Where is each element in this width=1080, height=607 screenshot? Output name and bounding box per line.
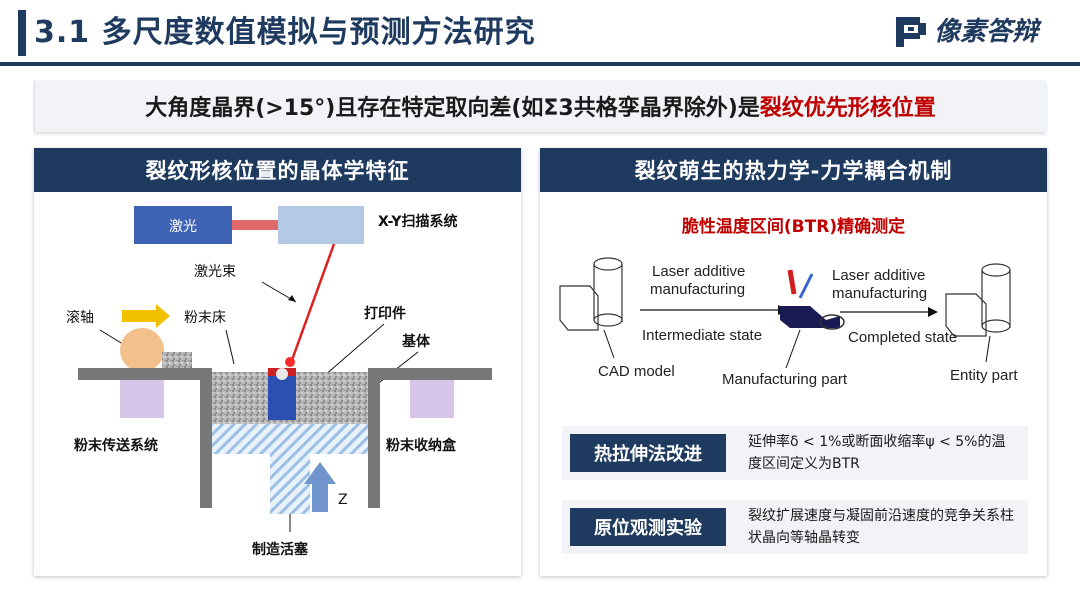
- printed-part-label: 打印件: [364, 305, 406, 322]
- pixel-logo-icon: [895, 17, 926, 47]
- flow-laser-2: Laser additive: [832, 267, 925, 284]
- platform-left: [78, 368, 208, 380]
- banner-text: 大角度晶界(>15°)且存在特定取向差(如Σ3共格孪晶界除外)是: [145, 96, 760, 121]
- platform-right: [372, 368, 492, 380]
- crystallography-panel: 裂纹形核位置的晶体学特征 激光 X: [34, 148, 521, 576]
- powder-collect-label: 粉末收纳盒: [386, 437, 457, 454]
- powder-bed-label: 粉末床: [184, 310, 226, 326]
- lpbf-schematic: 激光 X-Y扫描系统 激光束 滚轴 粉末床 打印件 基体: [66, 206, 492, 558]
- method-desc: 裂纹扩展速度与凝固前沿速度的竞争关系柱状晶向等轴晶转变: [748, 508, 1014, 546]
- substrate-label: 基体: [402, 333, 431, 350]
- lpbf-diagram: 激光 X-Y扫描系统 激光束 滚轴 粉末床 打印件 基体: [34, 192, 521, 576]
- flow-completed: Completed state: [848, 329, 957, 346]
- process-flow-diagram: CAD model Laser additive manufacturing I…: [559, 257, 1018, 388]
- flow-intermediate: Intermediate state: [642, 327, 762, 344]
- cad-pointer: [603, 329, 615, 359]
- method-tag: 热拉伸法改进: [570, 434, 726, 472]
- laser-connector: [232, 220, 278, 230]
- cad-model-shape: [559, 257, 623, 331]
- laser-beam: [290, 243, 336, 361]
- roller-powder: [162, 352, 192, 368]
- printed-part: [268, 374, 296, 420]
- roller-label: 滚轴: [66, 309, 94, 326]
- method-desc: 延伸率δ < 1%或断面收缩率ψ < 5%的温度区间定义为BTR: [748, 434, 1006, 472]
- mfg-pointer: [785, 329, 801, 369]
- manufacturing-part-shape: [780, 269, 845, 330]
- btr-title: 脆性温度区间(BTR)精确测定: [681, 217, 906, 237]
- am-process-flow: CAD model Laser additive manufacturing I…: [550, 250, 1040, 400]
- powder-collect-box: [410, 380, 454, 418]
- entity-label: Entity part: [950, 367, 1018, 384]
- key-statement-banner: 大角度晶界(>15°)且存在特定取向差(如Σ3共格孪晶界除外)是裂纹优先形核位置: [34, 80, 1046, 132]
- melt-pool: [276, 368, 288, 380]
- powder-feed-label: 粉末传送系统: [74, 437, 158, 454]
- laser-box: [134, 206, 232, 244]
- scanner-box: [278, 206, 364, 244]
- beam-label: 激光束: [194, 263, 236, 280]
- method-card-hot-tensile: 热拉伸法改进 延伸率δ < 1%或断面收缩率ψ < 5%的温度区间定义为BTR: [562, 426, 1028, 480]
- laser-label: 激光: [169, 218, 197, 235]
- piston-shaft: [270, 454, 310, 514]
- mfg-label: Manufacturing part: [722, 371, 848, 388]
- thermo-mechanical-panel: 裂纹萌生的热力学-力学耦合机制 脆性温度区间(BTR)精确测定 CAD mode…: [540, 148, 1047, 576]
- flow-laser-1: Laser additive: [652, 263, 745, 280]
- method-card-in-situ: 原位观测实验 裂纹扩展速度与凝固前沿速度的竞争关系柱状晶向等轴晶转变: [562, 500, 1028, 554]
- entity-pointer: [985, 335, 991, 363]
- beam-pointer-head: [288, 295, 296, 302]
- powder-feed-box: [120, 380, 164, 418]
- roller: [120, 328, 164, 372]
- build-plate: [212, 424, 368, 454]
- piston-label: 制造活塞: [252, 541, 309, 558]
- header-divider: [0, 62, 1080, 66]
- flow-arrow-2-head: [928, 307, 938, 317]
- panel-title: 裂纹萌生的热力学-力学耦合机制: [540, 148, 1047, 192]
- entity-part-shape: [945, 263, 1011, 337]
- flow-manuf-1: manufacturing: [650, 281, 745, 298]
- flow-manuf-2: manufacturing: [832, 285, 927, 302]
- page-title: 3.1 多尺度数值模拟与预测方法研究: [34, 15, 536, 50]
- roller-arrow-icon: [122, 304, 170, 328]
- laser-spark: [285, 357, 295, 367]
- z-label: Z: [338, 492, 348, 508]
- brand-name: 像素答辩: [933, 17, 1038, 47]
- banner-highlight: 裂纹优先形核位置: [759, 96, 936, 121]
- printed-part-pointer: [323, 323, 385, 377]
- z-arrow-icon: [304, 462, 336, 512]
- scanner-label: X-Y扫描系统: [378, 213, 458, 230]
- chamber-wall-left: [200, 368, 212, 508]
- powder-bed-pointer: [225, 329, 235, 365]
- title-accent-bar: [18, 10, 26, 56]
- chamber-wall-right: [368, 368, 380, 508]
- brand: 像素答辩: [894, 14, 1038, 50]
- method-tag: 原位观测实验: [570, 508, 726, 546]
- slide-header: 3.1 多尺度数值模拟与预测方法研究 像素答辩: [0, 0, 1080, 72]
- panel-title: 裂纹形核位置的晶体学特征: [34, 148, 521, 192]
- cad-label: CAD model: [598, 363, 675, 380]
